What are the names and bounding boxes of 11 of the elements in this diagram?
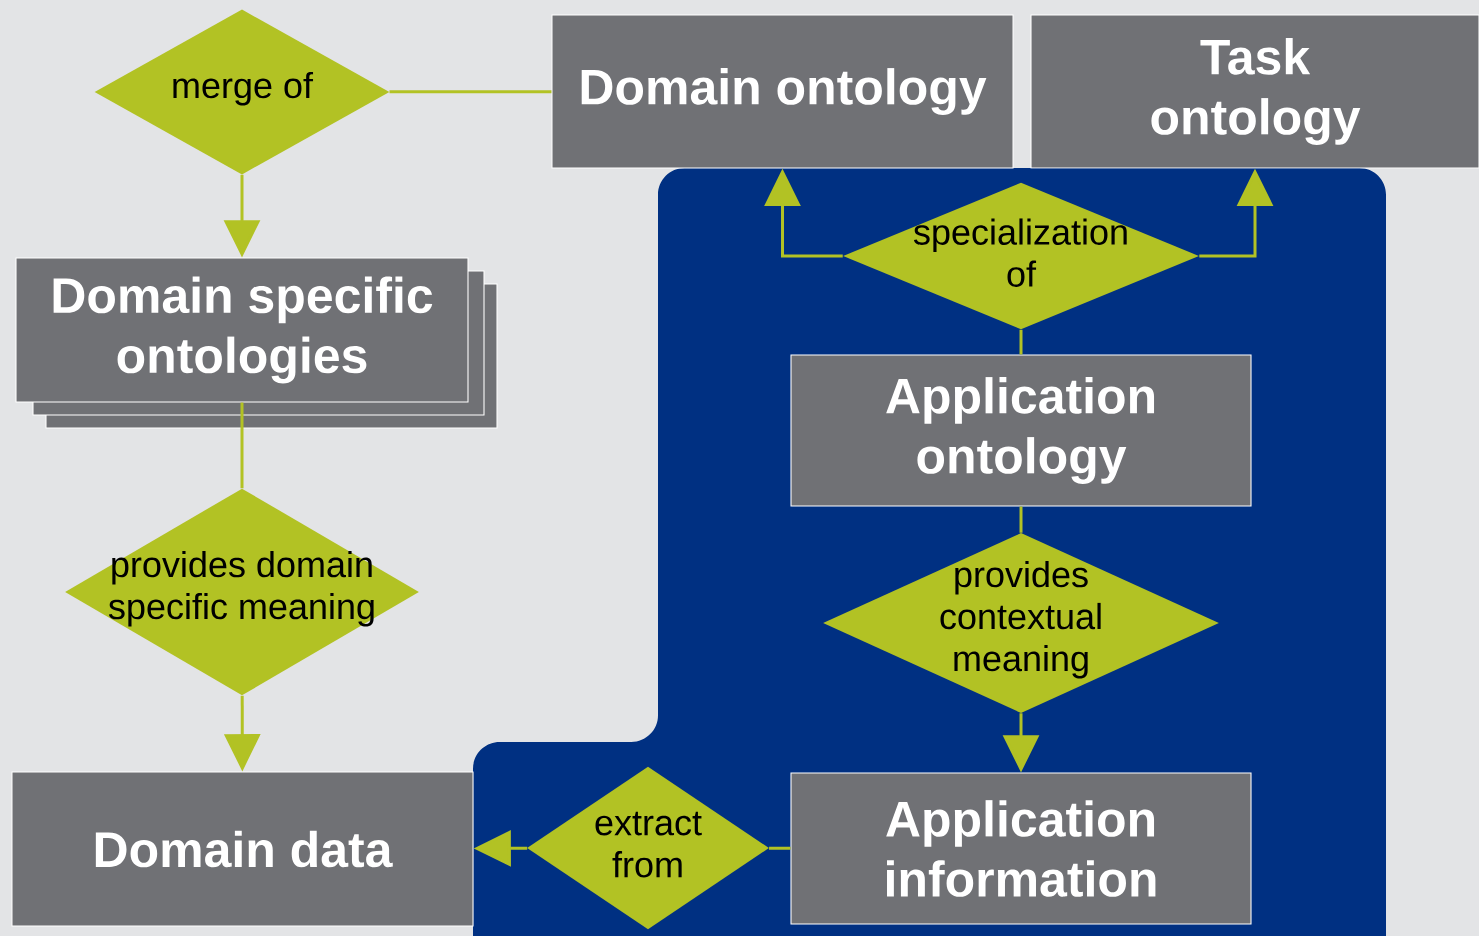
- connector-line: [769, 846, 791, 850]
- connector-line: [389, 90, 552, 94]
- connector-line: [1019, 329, 1023, 355]
- process-box: Application information: [790, 772, 1252, 925]
- connector-line: [1019, 506, 1023, 533]
- process-box: Domain data: [11, 771, 474, 927]
- process-box: Application ontology: [790, 354, 1252, 507]
- process-box: Domain ontology: [551, 14, 1014, 169]
- stacked-boxes: Domain specific ontologies: [15, 257, 498, 429]
- connector-line: [240, 402, 244, 489]
- process-box: Task ontology: [1030, 14, 1479, 169]
